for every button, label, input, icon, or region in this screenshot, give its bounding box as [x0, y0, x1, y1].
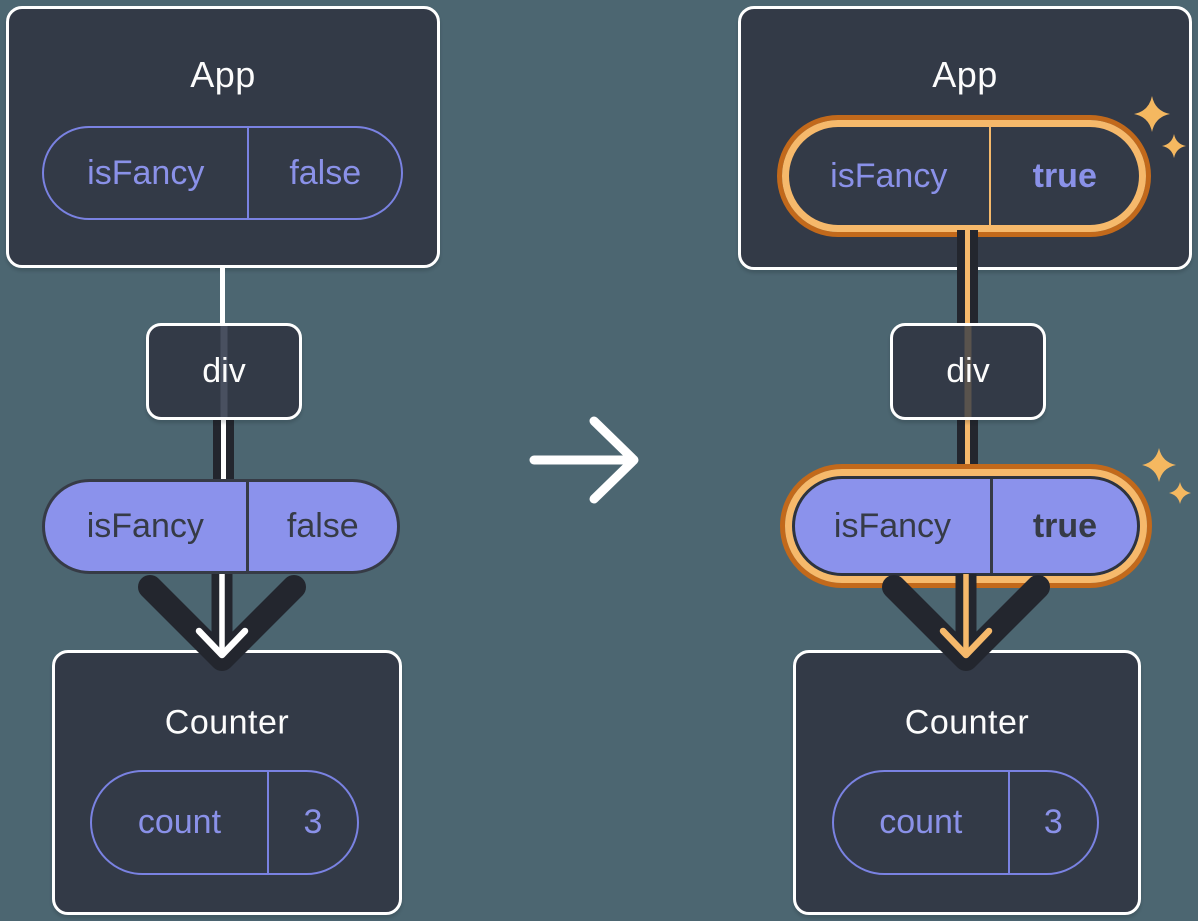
after-app-sparkles-icon [1134, 96, 1186, 158]
before-counter-title: Counter [164, 703, 290, 742]
transition-arrow-icon [529, 416, 639, 504]
after-app-prop-name: isFancy [830, 156, 948, 195]
after-pass-arrow-icon [882, 574, 1050, 671]
before-passed-prop-pill: isFancy false [42, 479, 400, 574]
after-div-node: div [890, 323, 1046, 420]
after-counter-state-name: count [879, 803, 963, 841]
before-div-pill-connector-core [221, 418, 226, 482]
after-passed-prop-value: true [989, 479, 1137, 573]
before-counter-state-value: 3 [266, 772, 357, 873]
before-div-label: div [202, 352, 246, 390]
before-div-thru-line [220, 326, 228, 417]
after-div-label: div [946, 352, 990, 390]
after-app-prop-pill-highlight: isFancy true [777, 115, 1151, 237]
after-app-prop-value: true [988, 127, 1140, 225]
before-app-div-connector [220, 266, 225, 326]
after-app-prop-pill-ring: isFancy true [782, 120, 1146, 232]
after-app-title: App [932, 54, 998, 95]
before-passed-prop-name: isFancy [86, 507, 204, 545]
after-counter-title: Counter [904, 703, 1030, 742]
before-counter-state-name: count [137, 803, 222, 841]
before-app-prop-name: isFancy [87, 153, 205, 192]
after-div-pill-connector-core [965, 418, 970, 482]
before-app-prop-pill: isFancy false [42, 126, 403, 220]
before-app-title: App [190, 54, 256, 95]
after-app-prop-pill: isFancy true [789, 127, 1139, 225]
after-counter-state-pill: count 3 [832, 770, 1099, 875]
after-passed-pill-sparkles-icon [1142, 448, 1191, 504]
after-passed-prop-name: isFancy [833, 506, 952, 545]
before-app-card: App isFancy false [6, 6, 440, 268]
before-counter-state-pill: count 3 [90, 770, 359, 875]
after-app-div-connector-core [965, 230, 970, 326]
after-counter-card: Counter count 3 [793, 650, 1141, 915]
after-app-card: App isFancy true [738, 6, 1192, 270]
before-counter-card: Counter count 3 [52, 650, 402, 915]
after-div-thru-line [964, 326, 972, 417]
before-pass-arrow-icon [138, 574, 306, 671]
before-app-prop-value: false [247, 128, 401, 218]
after-counter-state-value: 3 [1007, 772, 1097, 873]
before-passed-prop-value: false [245, 482, 397, 571]
before-div-node: div [146, 323, 302, 420]
